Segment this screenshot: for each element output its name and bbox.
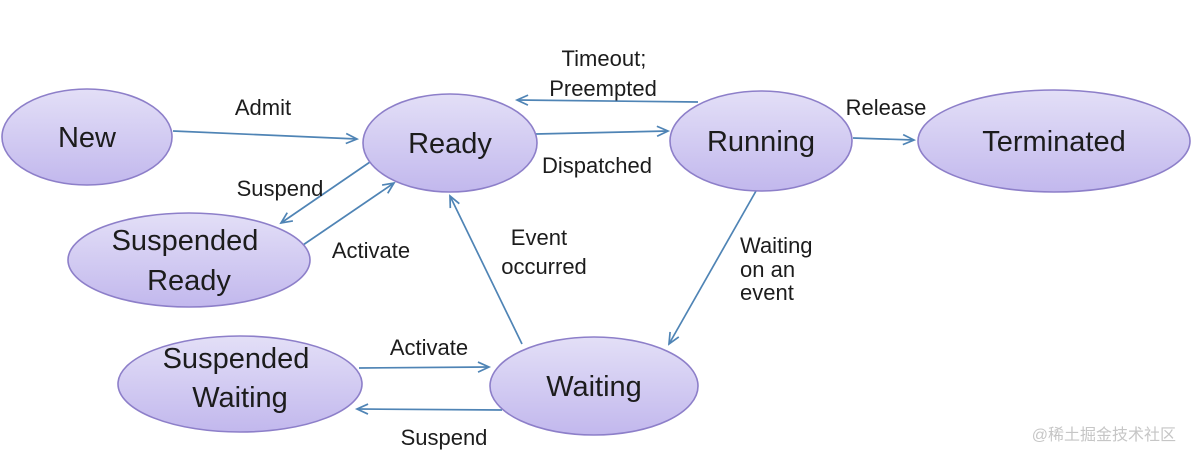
edge-activate-bottom-arrow <box>358 361 492 373</box>
edge-lines <box>172 94 917 415</box>
edge-dispatched-label: Dispatched <box>542 153 652 178</box>
node-suspended-waiting <box>117 335 363 433</box>
edge-event-occurred-label: Event occurred <box>501 225 587 279</box>
node-ready-label: Ready <box>408 128 492 160</box>
node-terminated <box>917 89 1191 193</box>
edge-event-occurred-arrow <box>449 194 523 345</box>
edge-suspend-bottom-arrow <box>354 403 503 415</box>
edge-activate-top-label: Activate <box>332 238 410 263</box>
node-running <box>669 90 853 192</box>
edge-activate-top-arrow <box>302 181 396 246</box>
node-ready <box>362 93 538 193</box>
edge-waiting-on-event-arrow <box>667 190 757 346</box>
node-new-label: New <box>58 122 117 154</box>
edge-release-arrow <box>852 133 917 146</box>
node-suspended-ready <box>67 212 311 308</box>
edge-dispatched-arrow <box>535 125 671 138</box>
node-suspended-waiting-label: Suspended Waiting <box>163 343 318 414</box>
node-new <box>1 88 173 186</box>
node-shapes <box>1 88 1191 436</box>
edge-timeout-preempted-label: Timeout; Preempted <box>549 46 657 101</box>
edge-waiting-on-event-label: Waiting on an event <box>740 233 819 305</box>
edge-suspend-top-arrow <box>279 161 371 225</box>
edge-activate-bottom-label: Activate <box>390 335 468 360</box>
node-running-label: Running <box>707 126 815 158</box>
node-waiting <box>489 336 699 436</box>
edge-release-label: Release <box>846 95 927 120</box>
node-waiting-label: Waiting <box>546 371 642 403</box>
edge-admit-label: Admit <box>235 95 291 120</box>
edge-admit-arrow <box>172 130 360 145</box>
watermark-text: @稀土掘金技术社区 <box>1032 426 1176 444</box>
node-labels: New Ready Running Terminated Suspended R… <box>58 122 1126 414</box>
edge-timeout-preempted-arrow <box>514 94 699 106</box>
node-suspended-ready-label: Suspended Ready <box>112 225 267 297</box>
edge-suspend-top-label: Suspend <box>237 176 324 201</box>
edge-suspend-bottom-label: Suspend <box>401 425 488 450</box>
node-terminated-label: Terminated <box>982 126 1125 158</box>
edge-labels: Admit Timeout; Preempted Dispatched Rele… <box>235 46 926 450</box>
